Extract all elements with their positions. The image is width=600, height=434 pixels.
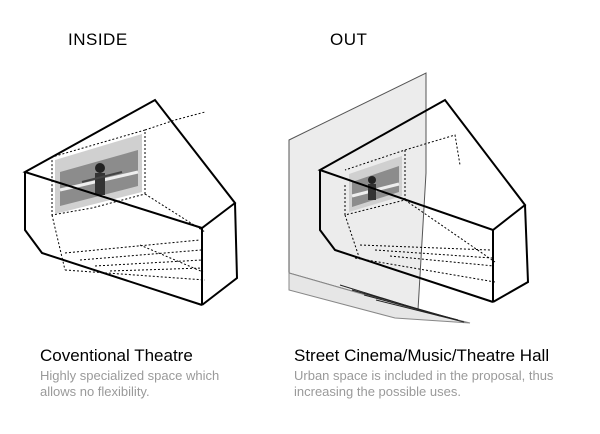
right-desc-line-1: Urban space is included in the proposal,… xyxy=(294,368,554,383)
right-theatre-box xyxy=(288,72,530,324)
right-hidden-edges xyxy=(344,134,496,283)
left-caption-title: Coventional Theatre xyxy=(40,346,193,365)
left-caption-description: Highly specialized space which allows no… xyxy=(40,368,270,400)
right-desc-line-2: increasing the possible uses. xyxy=(294,384,461,399)
right-caption-description: Urban space is included in the proposal,… xyxy=(294,368,554,400)
left-desc-line-1: Highly specialized space which xyxy=(40,368,220,383)
right-caption-title: Street Cinema/Music/Theatre Hall xyxy=(294,346,550,365)
left-solid-edges xyxy=(22,98,239,306)
left-theatre-box xyxy=(22,98,239,306)
right-solid-edges xyxy=(317,98,530,303)
left-screen-image xyxy=(55,134,142,214)
left-desc-line-2: allows no flexibility. xyxy=(40,384,150,399)
out-heading: OUT xyxy=(330,30,368,49)
inside-heading: INSIDE xyxy=(68,30,128,49)
right-ground-lines xyxy=(339,284,465,323)
